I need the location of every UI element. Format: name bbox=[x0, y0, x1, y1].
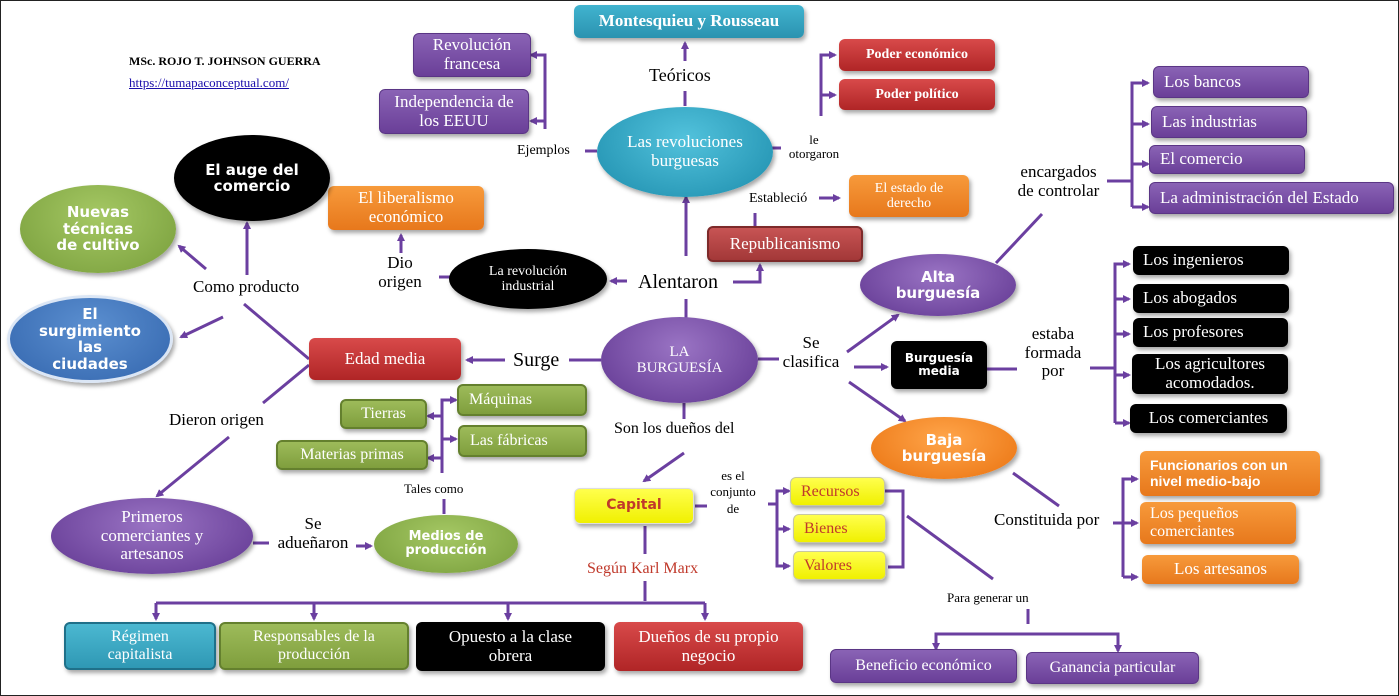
line-alentaron-republicanismo bbox=[733, 263, 764, 284]
node-la-burguesia: LA BURGUESÍA bbox=[601, 317, 758, 403]
line-outcomes-bracket bbox=[934, 632, 1120, 646]
node-los-agricultores: Los agricultores acomodados. bbox=[1132, 354, 1288, 394]
line-values-bracket bbox=[885, 489, 905, 569]
label-se-clasifica: Se clasifica bbox=[782, 333, 840, 371]
node-nuevas-tecnicas: Nuevas técnicas de cultivo bbox=[20, 185, 176, 273]
label-constituida-por: Constituida por bbox=[994, 510, 1100, 529]
node-los-bancos: Los bancos bbox=[1153, 66, 1309, 98]
node-los-abogados: Los abogados bbox=[1133, 284, 1289, 313]
label-ejemplos: Ejemplos bbox=[517, 143, 570, 158]
label-alentaron: Alentaron bbox=[638, 271, 718, 293]
node-opuesto-clase-obrera: Opuesto a la clase obrera bbox=[416, 622, 605, 671]
node-los-comerciantes: Los comerciantes bbox=[1130, 404, 1287, 433]
line-alta-encargados bbox=[994, 212, 1044, 265]
node-primeros-comerciantes: Primeros comerciantes y artesanos bbox=[51, 498, 253, 574]
node-revolucion-francesa: Revolución francesa bbox=[413, 33, 531, 77]
node-los-artesanos: Los artesanos bbox=[1142, 555, 1299, 584]
node-fabricas: Las fábricas bbox=[458, 425, 587, 457]
node-poder-economico: Poder económico bbox=[839, 39, 995, 71]
node-los-profesores: Los profesores bbox=[1133, 318, 1288, 347]
node-beneficio-economico: Beneficio económico bbox=[830, 649, 1017, 683]
node-republicanismo: Republicanismo bbox=[707, 226, 863, 262]
node-maquinas: Máquinas bbox=[457, 384, 587, 416]
label-dieron-origen: Dieron origen bbox=[169, 410, 264, 429]
node-auge-comercio: El auge del comercio bbox=[174, 135, 330, 221]
node-recursos: Recursos bbox=[790, 477, 885, 506]
node-burguesia-media: Burguesía media bbox=[891, 341, 987, 389]
line-comoproducto-nuevas bbox=[177, 244, 207, 271]
node-el-comercio: El comercio bbox=[1149, 145, 1305, 174]
author-name: MSc. ROJO T. JOHNSON GUERRA bbox=[129, 54, 321, 68]
line-dieron-primeros bbox=[155, 435, 230, 498]
node-baja-burguesia: Baja burguesía bbox=[871, 417, 1017, 479]
label-tales-como: Tales como bbox=[404, 481, 464, 496]
label-como-producto: Como producto bbox=[193, 277, 300, 296]
line-talescomo-bracket bbox=[440, 396, 458, 473]
node-alta-burguesia: Alta burguesía bbox=[860, 254, 1016, 316]
author-url-link[interactable]: https://tumapaconceptual.com/ bbox=[129, 75, 289, 90]
line-conjunto-bracket bbox=[768, 487, 791, 506]
node-responsables-produccion: Responsables de la producción bbox=[219, 622, 409, 670]
node-surgimiento-ciudades: El surgimiento las ciudades bbox=[7, 295, 173, 383]
node-ganancia-particular: Ganancia particular bbox=[1026, 652, 1199, 684]
node-montesquieu-rousseau: Montesquieu y Rousseau bbox=[574, 5, 804, 38]
label-surge: Surge bbox=[513, 349, 560, 371]
node-materias-primas: Materias primas bbox=[276, 440, 428, 470]
line-controls-bracket bbox=[1130, 79, 1150, 207]
node-liberalismo-economico: El liberalismo económico bbox=[328, 186, 484, 230]
label-para-generar: Para generar un bbox=[947, 590, 1029, 605]
node-estado-de-derecho: El estado de derecho bbox=[849, 175, 969, 217]
node-los-ingenieros: Los ingenieros bbox=[1133, 246, 1289, 275]
node-edad-media: Edad media bbox=[309, 338, 461, 380]
line-edadmedia-dieron bbox=[262, 363, 310, 405]
line-duenos-capital bbox=[642, 451, 685, 483]
node-administracion-estado: La administración del Estado bbox=[1149, 182, 1394, 214]
label-encargados-de-controlar: encargados de controlar bbox=[1017, 162, 1100, 200]
node-revoluciones-burguesas: Las revoluciones burguesas bbox=[597, 107, 773, 197]
label-segun-karl-marx: Según Karl Marx bbox=[587, 560, 699, 577]
line-ejemplos-bracket bbox=[529, 51, 547, 129]
node-regimen-capitalista: Régimen capitalista bbox=[64, 622, 216, 670]
node-funcionarios: Funcionarios con un nivel medio-bajo bbox=[1140, 451, 1320, 496]
label-estaba-formada-por: estaba formada por bbox=[1024, 324, 1082, 381]
line-baja-constituida bbox=[1012, 471, 1060, 508]
node-capital: Capital bbox=[574, 488, 694, 524]
line-otorgaron-bracket bbox=[819, 51, 837, 116]
node-duenos-propio-negocio: Dueños de su propio negocio bbox=[614, 622, 803, 671]
node-poder-politico: Poder político bbox=[839, 79, 995, 110]
line-constituted-bracket bbox=[1121, 475, 1139, 577]
node-tierras: Tierras bbox=[340, 399, 427, 429]
node-bienes: Bienes bbox=[793, 514, 886, 543]
label-se-aduenaron: Se adueñaron bbox=[277, 514, 349, 552]
label-son-los-duenos: Son los dueños del bbox=[614, 420, 735, 437]
node-independencia-eeuu: Independencia de los EEUU bbox=[379, 89, 529, 134]
line-bracket-paragenerar bbox=[906, 514, 994, 581]
node-valores: Valores bbox=[793, 551, 886, 580]
node-las-industrias: Las industrias bbox=[1151, 106, 1307, 138]
line-edadmedia-comoproducto bbox=[243, 302, 310, 361]
line-formed-bracket bbox=[1113, 260, 1131, 423]
node-medios-produccion: Medios de producción bbox=[374, 515, 518, 573]
node-pequenos-comerciantes: Los pequeños comerciantes bbox=[1140, 502, 1296, 544]
label-dio-origen: Dio origen bbox=[378, 253, 422, 291]
label-es-el-conjunto: es el conjunto de bbox=[710, 468, 756, 516]
node-revolucion-industrial: La revolución industrial bbox=[449, 249, 607, 309]
label-establecio: Estableció bbox=[749, 191, 808, 206]
line-comoproducto-ciudades bbox=[179, 315, 224, 339]
label-le-otorgaron: le otorgaron bbox=[788, 132, 840, 162]
label-teoricos: Teóricos bbox=[649, 65, 711, 85]
